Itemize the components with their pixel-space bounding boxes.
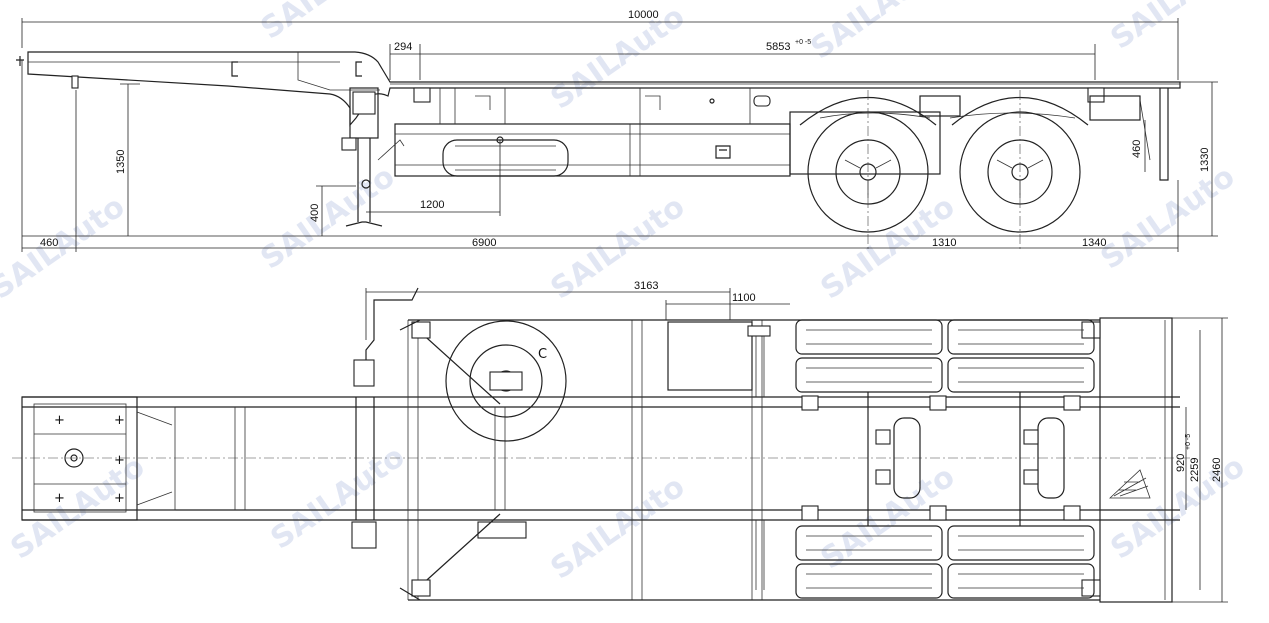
twistlock-plan <box>411 579 431 597</box>
tyre-pair-bottom-front <box>795 525 943 599</box>
lower-frame <box>394 123 791 177</box>
watermark-text: SAILAuto <box>255 0 402 47</box>
side-dimensions: 10000 294 5853 +0 -5 1350 1330 460 400 1… <box>21 9 1218 252</box>
landing-gear-handle <box>377 139 405 161</box>
toolbox-icon <box>715 145 731 159</box>
coupler-plate <box>21 396 138 521</box>
spare-tyre-hub <box>709 98 715 104</box>
watermark-text: SAILAuto <box>805 0 952 67</box>
landing-gear-plate <box>352 91 376 115</box>
twistlock-plan <box>411 321 431 339</box>
dim-height-1330: 1330 <box>1199 148 1211 172</box>
rear-end-plate <box>1099 317 1173 603</box>
landing-gear-foot <box>345 221 383 227</box>
hatch-pattern <box>1108 469 1151 499</box>
dim-leg-width: 1200 <box>420 199 444 211</box>
brake-chamber <box>1023 429 1039 445</box>
svg-text:+: + <box>114 491 125 506</box>
twistlock-plan <box>1081 579 1101 597</box>
twistlock <box>1087 87 1105 103</box>
spare-wheel-mark: C <box>538 347 547 362</box>
landing-gear-crank <box>361 179 371 189</box>
landing-gear-box <box>341 137 357 151</box>
dim-plan-2259-tol: +0 -5 <box>1185 434 1192 450</box>
gooseneck-taper <box>136 406 176 511</box>
bracket-outline <box>645 95 661 110</box>
suspension-hanger <box>801 505 819 521</box>
rear-frame <box>1089 95 1141 121</box>
watermark-text: SAILAuto <box>545 0 692 117</box>
watermark-text: SAILAuto <box>5 449 152 566</box>
suspension-hanger <box>801 395 819 411</box>
air-tank <box>893 417 921 499</box>
svg-text:+: + <box>114 413 125 428</box>
gooseneck-plate <box>297 52 380 91</box>
landing-gear-foot-plan <box>351 521 377 549</box>
dim-height-460: 460 <box>1131 140 1143 158</box>
axle-hanger <box>919 95 961 117</box>
spare-wheel-plan <box>445 320 567 442</box>
dim-deck-length-tol: +0 -5 <box>795 39 811 46</box>
dim-track-920: 920 <box>1175 454 1187 472</box>
dim-axle-spacing: 1310 <box>932 237 956 249</box>
tyre-pair-top-front <box>795 319 943 393</box>
diagonal-member <box>417 329 501 405</box>
svg-text:+: + <box>54 491 65 506</box>
gooseneck-beam <box>27 51 1181 127</box>
dim-plan-2259: 2259 <box>1189 458 1201 482</box>
dim-overall-width: 2460 <box>1211 458 1223 482</box>
landing-gear-arm <box>365 287 419 386</box>
dim-plan-1100: 1100 <box>732 292 756 304</box>
dim-height-1350: 1350 <box>115 150 127 174</box>
landing-gear-housing <box>349 87 379 139</box>
twistlock <box>753 95 771 107</box>
dim-plan-3163: 3163 <box>634 280 658 292</box>
dim-deck-length: 5853 <box>766 41 790 53</box>
coupler-plate-inner <box>33 403 127 513</box>
twistlock-plan <box>1081 321 1101 339</box>
dim-front-overhang: 294 <box>394 41 412 53</box>
watermark-text: SAILAuto <box>265 439 412 556</box>
dim-wheelbase: 6900 <box>472 237 496 249</box>
suspension-hanger <box>1063 395 1081 411</box>
plan-view: + + + + + C <box>12 287 1190 603</box>
watermark-text: SAILAuto <box>545 469 692 586</box>
brake-chamber <box>1023 469 1039 485</box>
bracket-outline <box>475 95 491 110</box>
plan-dimensions: 3163 1100 920 2259 +0 -5 2460 <box>365 280 1228 603</box>
toolbox-plan <box>667 321 753 391</box>
kingpin <box>71 75 79 89</box>
suspension-hanger <box>929 505 947 521</box>
spare-tyre-side <box>442 139 569 177</box>
dim-rear-overhang: 1340 <box>1082 237 1106 249</box>
svg-text:+: + <box>114 453 125 468</box>
front-coupler <box>16 56 24 66</box>
bracket-icon <box>355 61 362 77</box>
suspension-hanger <box>929 395 947 411</box>
rear-bumper <box>1159 88 1169 181</box>
diagonal-member <box>417 513 501 589</box>
watermark-text: SAILAuto <box>255 159 402 276</box>
landing-gear-crank-plan <box>353 359 375 387</box>
dim-kingpin-offset: 460 <box>40 237 58 249</box>
brake-chamber <box>875 469 891 485</box>
kingpin-plan <box>64 448 84 468</box>
air-tank <box>1037 417 1065 499</box>
bracket-icon <box>231 61 238 77</box>
side-view <box>16 51 1181 252</box>
dim-overall-length: 10000 <box>628 9 659 21</box>
svg-text:+: + <box>54 413 65 428</box>
dim-leg-height: 400 <box>309 204 321 222</box>
tyre-pair-bottom-rear <box>947 525 1095 599</box>
tyre-pair-top-rear <box>947 319 1095 393</box>
suspension-hanger <box>1063 505 1081 521</box>
twistlock <box>413 87 431 103</box>
brake-chamber <box>875 429 891 445</box>
